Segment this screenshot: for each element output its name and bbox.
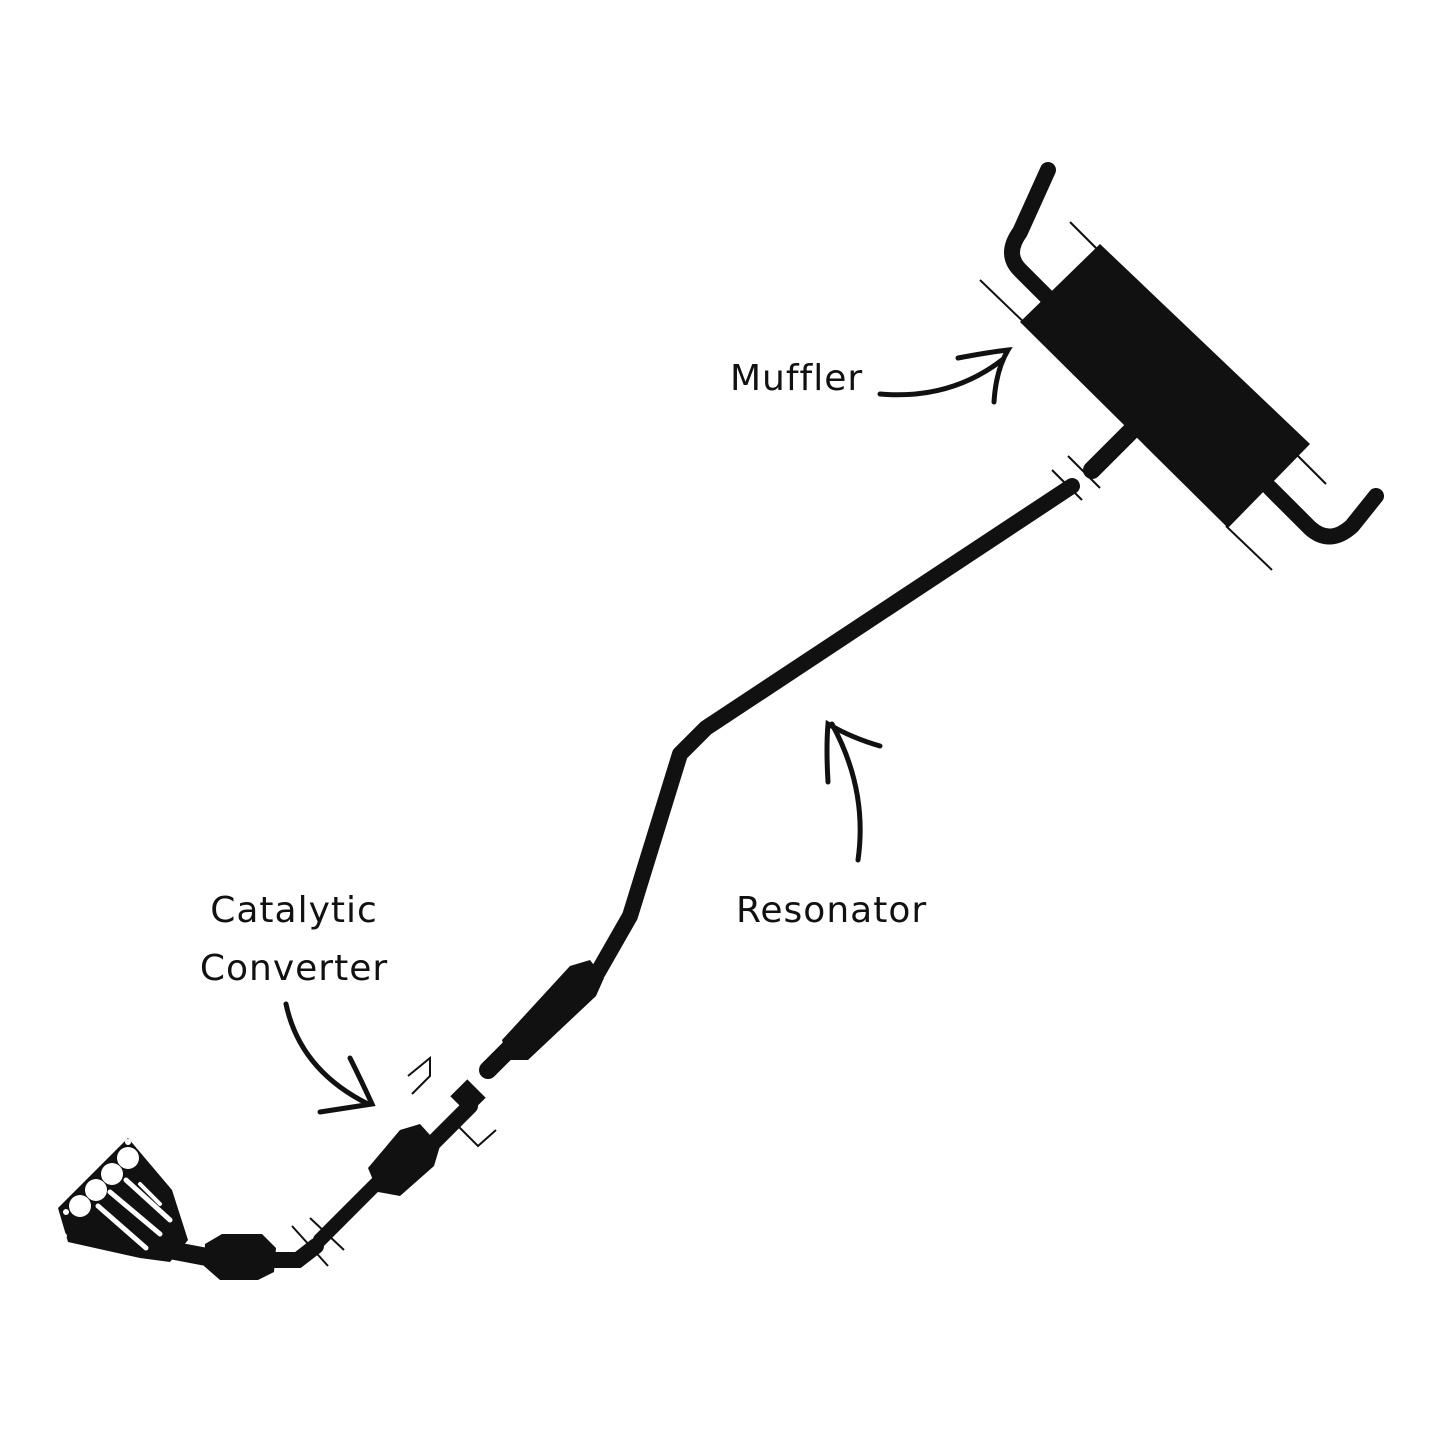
catalytic-converter <box>313 1055 497 1247</box>
exhaust-manifold <box>58 1138 188 1262</box>
muffler <box>979 162 1384 571</box>
front-pipe <box>161 1217 345 1280</box>
muffler-label: Muffler <box>730 358 863 399</box>
resonator-pipe <box>479 423 1139 1079</box>
catalytic-converter-label-line1: Catalytic <box>210 890 378 931</box>
muffler-arrow <box>877 346 1013 405</box>
catalytic-converter-label-line2: Converter <box>200 948 388 989</box>
catalytic-arrow <box>283 1001 376 1115</box>
resonator-arrow <box>824 719 883 863</box>
resonator-label: Resonator <box>736 890 927 931</box>
